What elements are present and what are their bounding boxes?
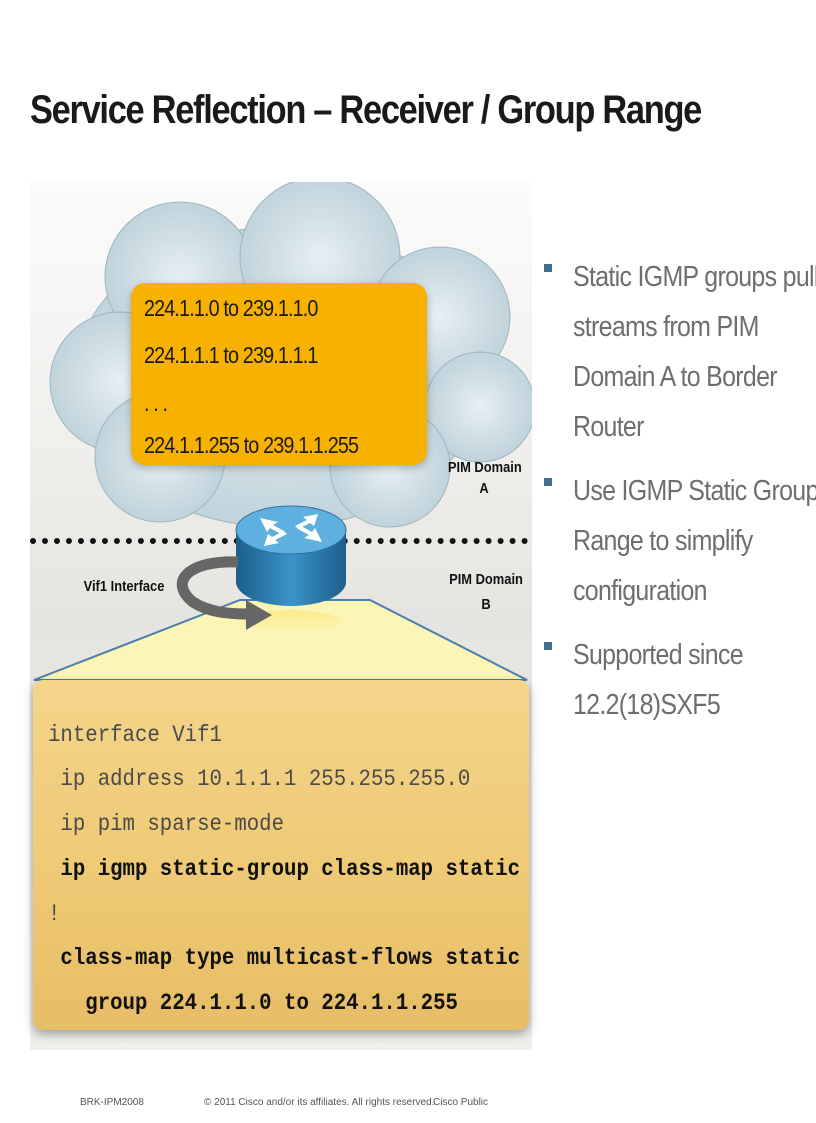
config-line: interface Vif1 <box>48 722 222 748</box>
config-line: group 224.1.1.0 to 224.1.1.255 <box>48 990 458 1016</box>
config-box <box>33 680 529 1030</box>
group-range-box <box>131 283 427 465</box>
group-range-line: 224.1.1.255 to 239.1.1.255 <box>144 432 359 458</box>
vif-loop-arrow-icon <box>176 556 272 630</box>
pim-domain-a-label: PIM Domain A <box>447 459 522 497</box>
group-range-line: 224.1.1.1 to 239.1.1.1 <box>144 342 318 368</box>
group-range-ellipsis: . . . <box>144 390 168 416</box>
bullet-square-icon <box>544 264 552 272</box>
bullet-list: Static IGMP groups pull streams from PIM… <box>542 252 816 744</box>
config-line: ! <box>48 901 61 927</box>
slide-title: Service Reflection – Receiver / Group Ra… <box>30 88 702 132</box>
footer-copyright: © 2011 Cisco and/or its affiliates. All … <box>204 1097 435 1108</box>
config-line: class-map type multicast-flows static <box>48 945 521 971</box>
config-line: ip address 10.1.1.1 255.255.255.0 <box>48 766 471 792</box>
pim-domain-b-label: PIM Domain B <box>449 571 523 613</box>
config-line: ip pim sparse-mode <box>48 811 285 837</box>
bullet-item: Supported since 12.2(18)SXF5 <box>542 630 812 730</box>
config-line: ip igmp static-group class-map static <box>48 856 521 882</box>
bullet-item: Use IGMP Static Group Range to simplify … <box>542 466 816 616</box>
bullet-square-icon <box>544 478 552 486</box>
footer-session-id: BRK-IPM2008 <box>80 1097 144 1108</box>
bullet-square-icon <box>544 642 552 650</box>
bullet-item: Static IGMP groups pull streams from PIM… <box>542 252 816 452</box>
footer-classification: Cisco Public <box>433 1097 489 1108</box>
vif-interface-label: Vif1 Interface <box>83 578 165 595</box>
group-range-line: 224.1.1.0 to 239.1.1.0 <box>144 295 318 321</box>
